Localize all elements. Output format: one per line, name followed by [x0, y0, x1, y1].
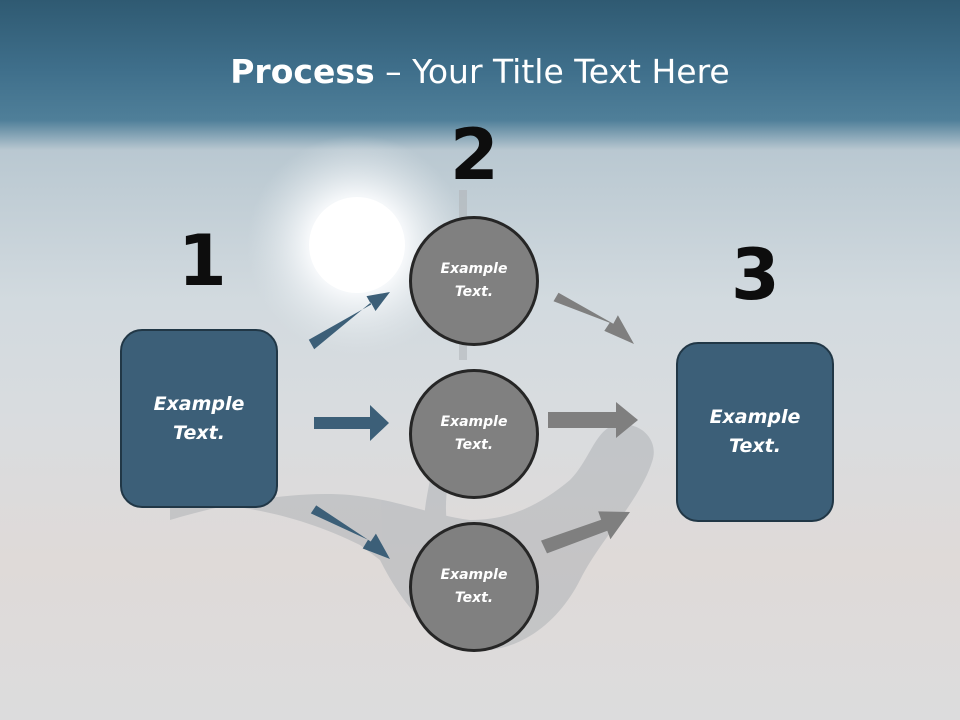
process-circle-bottom: Example Text.: [409, 522, 539, 652]
process-box-left: Example Text.: [120, 329, 278, 508]
process-circle-top: Example Text.: [409, 216, 539, 346]
arrow-top-to-right: [553, 292, 634, 344]
process-box-right-label: Example Text.: [709, 406, 801, 457]
step-number-1: 1: [178, 220, 227, 302]
arrow-middle-to-right: [548, 402, 638, 438]
step-number-3: 3: [731, 234, 780, 316]
arrow-left-to-bottom: [310, 505, 390, 559]
title-rest: – Your Title Text Here: [374, 52, 730, 91]
step-number-2: 2: [450, 114, 499, 196]
slide-title: Process – Your Title Text Here: [0, 52, 960, 91]
process-box-right: Example Text.: [676, 342, 834, 522]
arrow-left-to-middle: [314, 405, 389, 441]
arrow-left-to-top: [308, 292, 390, 350]
title-bold: Process: [230, 52, 375, 91]
process-circle-middle-label: Example Text.: [440, 414, 508, 453]
process-box-left-label: Example Text.: [153, 392, 245, 444]
arrow-bottom-to-right: [541, 511, 630, 554]
process-circle-bottom-label: Example Text.: [440, 567, 508, 606]
sun: [309, 197, 405, 293]
process-circle-top-label: Example Text.: [440, 261, 508, 300]
process-circle-middle: Example Text.: [409, 369, 539, 499]
